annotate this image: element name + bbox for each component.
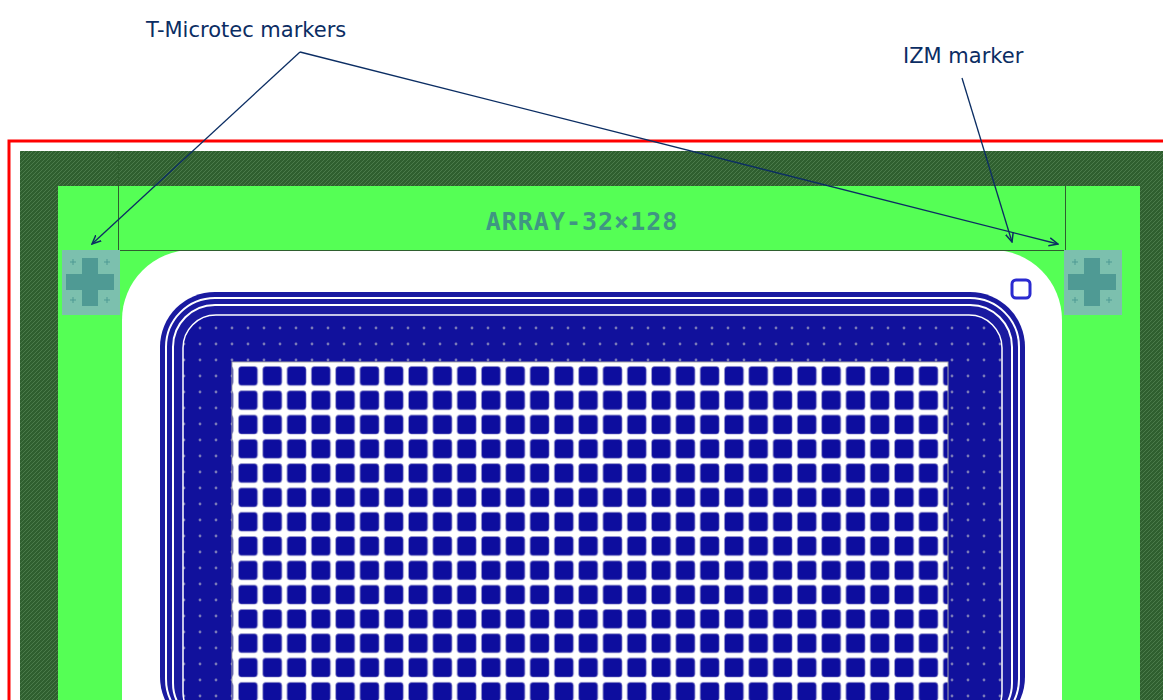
outline-line (1065, 186, 1066, 250)
alignment-marker (62, 250, 120, 315)
leader-line (300, 52, 1058, 244)
guard-ring (173, 305, 1012, 700)
leader-line (962, 78, 1012, 242)
chip-title: ARRAY-32×128 (486, 207, 679, 237)
bias-ring (183, 315, 1002, 700)
guard-ring (160, 292, 1025, 700)
guard-ring (166, 298, 1019, 700)
pixel-array (232, 362, 948, 700)
leader-line (92, 52, 300, 244)
outline-line (118, 151, 119, 250)
izm-marker (1012, 280, 1030, 298)
alignment-marker (1064, 250, 1122, 315)
callout-label: IZM marker (903, 44, 1023, 69)
callout-label: T-Microtec markers (146, 18, 346, 43)
outline-line (118, 250, 1065, 251)
